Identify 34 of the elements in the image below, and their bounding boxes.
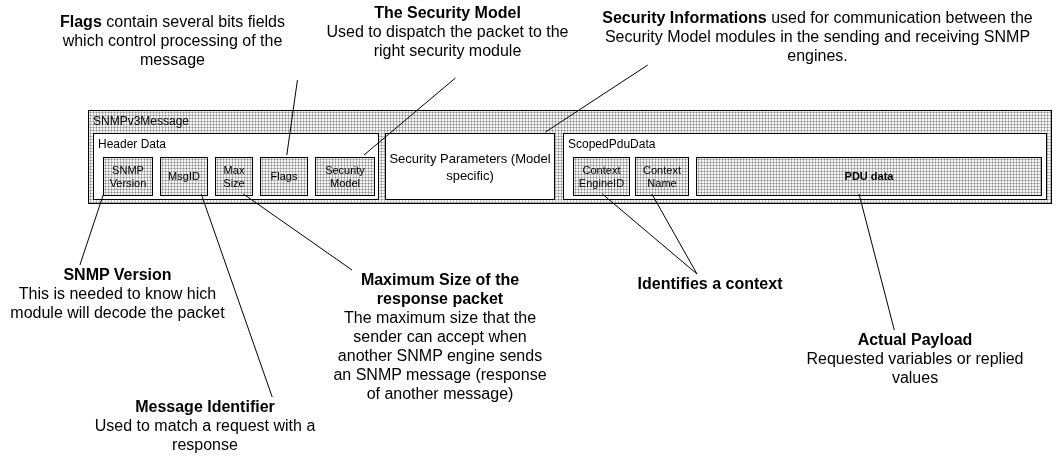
- leader-line: [545, 64, 649, 133]
- leader-line: [79, 193, 104, 266]
- leader-line: [286, 79, 298, 156]
- group-title: SNMPv3Message: [93, 114, 190, 128]
- callout-heading: Maximum Size of the response packet: [359, 270, 521, 308]
- field-box: SNMP Version: [103, 157, 153, 196]
- callout-text: The maximum size that the sender can accept when another SNMP engine sends an SNMP message (response of another message): [332, 308, 548, 403]
- leader-line: [363, 77, 456, 156]
- field-box: Context Name: [635, 157, 689, 196]
- leader-line: [242, 193, 353, 271]
- field-box: MsgID: [160, 157, 208, 196]
- group-title: Header Data: [98, 137, 167, 151]
- callout-text: Identifies a context: [610, 274, 810, 296]
- callout-text: This is needed to know hich module will decode the packet: [9, 284, 226, 322]
- callout-text: Used to match a request with a response: [93, 416, 317, 454]
- group-title: ScopedPduData: [568, 137, 656, 151]
- field-box: Flags: [260, 157, 308, 196]
- callout-text: Security Informations used for communication between the Security Model modules in the sending and receiving SNMP engines.: [585, 8, 1050, 68]
- callout-text: Used to dispatch the packet to the right security module: [325, 22, 570, 60]
- message-frame: [88, 110, 1052, 204]
- parameters-panel: Security Parameters (Model specific): [385, 133, 555, 200]
- field-box: Security Model: [315, 157, 375, 196]
- callout-heading: Message Identifier: [134, 397, 276, 416]
- header-panel: [93, 133, 379, 200]
- callout-heading: The Security Model: [373, 3, 522, 22]
- leader-line: [601, 193, 698, 275]
- callout-heading: Actual Payload: [856, 330, 974, 349]
- field-box: Context EngineID: [573, 157, 630, 196]
- callout-text: Flags contain several bits fields which control processing of the message: [45, 12, 300, 80]
- callout-heading: SNMP Version: [62, 265, 173, 284]
- field-box: Max Size: [215, 157, 253, 196]
- callout-text: Requested variables or replied values: [805, 349, 1025, 387]
- field-box: PDU data: [696, 157, 1042, 196]
- scoped-pdu-panel: [563, 133, 1047, 200]
